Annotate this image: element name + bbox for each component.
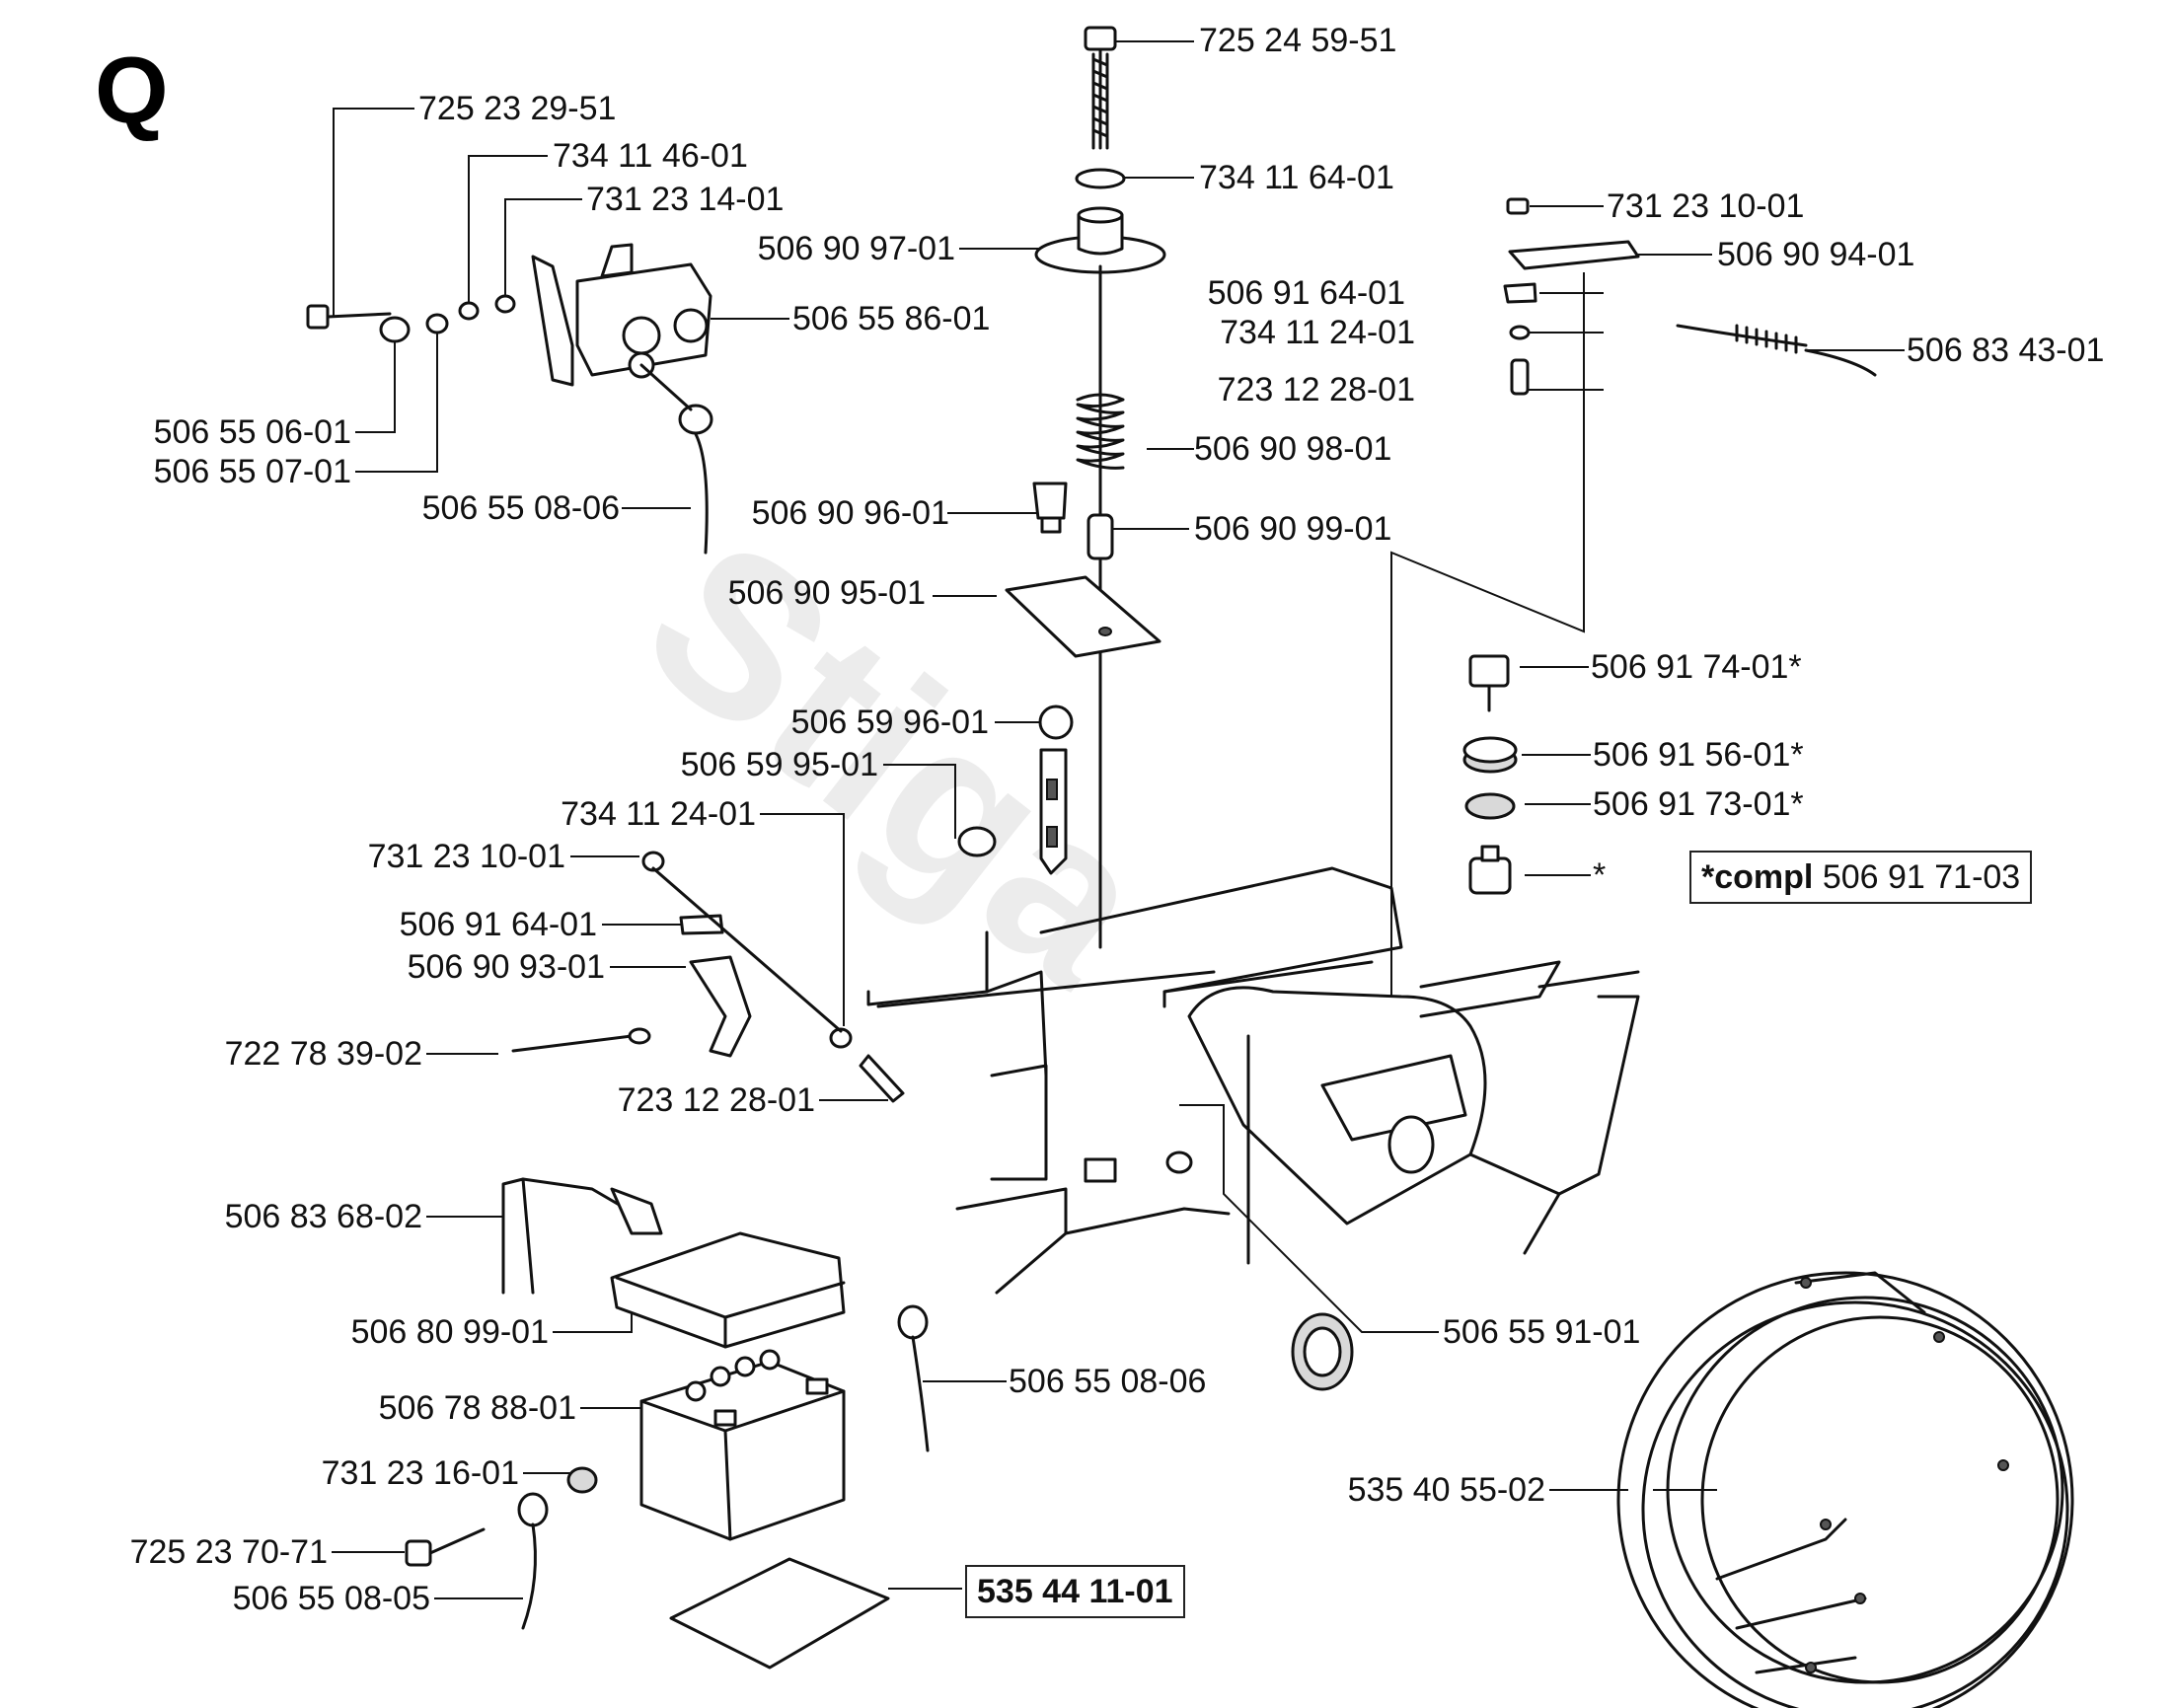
spring-506-90-98-01 [1076,393,1125,470]
label-star: * [1593,856,1607,894]
bolt-725-24-59-51 [1084,26,1117,150]
screw-723-12-28-01-right [1510,358,1530,396]
label-722-78-39-02: 722 78 39-02 [224,1035,422,1073]
sheet-letter: Q [95,37,169,143]
bushing-506-55-91-01 [1291,1312,1354,1391]
battery-506-78-88-01 [639,1349,846,1541]
manual-box: 535 44 11-01 [965,1565,1185,1618]
knob-506-59-95-01 [957,826,997,857]
label-506-55-08-06-bottom: 506 55 08-06 [1009,1363,1207,1400]
solenoid-506-55-86-01 [531,243,712,387]
label-506-90-98-01: 506 90 98-01 [1194,430,1392,468]
compl-prefix: *compl [1701,858,1814,896]
label-506-91-64-01-right: 506 91 64-01 [1207,274,1405,312]
label-506-91-56-01: 506 91 56-01* [1593,736,1804,774]
label-731-23-10-01-right: 731 23 10-01 [1607,187,1805,225]
label-506-83-68-02: 506 83 68-02 [224,1198,422,1235]
key-506-91-74-01 [1468,654,1510,712]
cap-506-91-56-01 [1462,736,1518,774]
bolt-725-23-70-71 [405,1527,486,1567]
label-506-90-95-01: 506 90 95-01 [727,574,926,612]
cover-506-80-99-01 [610,1231,846,1349]
label-506-91-73-01: 506 91 73-01* [1593,785,1804,823]
lever-506-59-96-01 [1038,705,1074,875]
label-734-11-46-01: 734 11 46-01 [553,137,748,175]
nut-731-23-10-01-left [641,851,665,872]
clip-506-90-93-01 [689,955,752,1058]
switch-506-91-64-01-right [1503,282,1537,304]
label-725-23-29-51: 725 23 29-51 [418,90,617,127]
label-535-40-55-02: 535 40 55-02 [1347,1471,1545,1509]
screw-723-12-28-01-left [651,866,905,1103]
bracket-506-90-94-01 [1508,240,1640,270]
label-506-90-99-01: 506 90 99-01 [1194,510,1392,548]
label-506-83-43-01: 506 83 43-01 [1907,332,2105,369]
label-731-23-10-01-left: 731 23 10-01 [367,838,565,875]
label-731-23-14-01: 731 23 14-01 [586,181,785,218]
cable-506-55-08-06-bottom [897,1304,930,1452]
label-506-78-88-01: 506 78 88-01 [378,1389,576,1427]
label-506-55-86-01: 506 55 86-01 [792,300,991,337]
washer-734-11-64-01 [1075,168,1126,189]
label-734-11-24-01-right: 734 11 24-01 [1220,314,1415,351]
sleeve-506-90-99-01 [1086,513,1114,560]
pin-722-78-39-02 [511,1027,651,1053]
chassis-frame [866,866,1640,1295]
label-506-55-08-05: 506 55 08-05 [232,1580,430,1617]
label-506-59-95-01: 506 59 95-01 [680,746,878,783]
collar-506-90-97-01 [1034,206,1166,274]
nut-731-23-16-01 [566,1466,598,1494]
guide-506-90-96-01 [1032,482,1068,534]
bolt-725-23-29-51 [306,304,392,330]
compl-box: *compl 506 91 71-03 [1689,851,2033,904]
label-506-90-94-01: 506 90 94-01 [1717,236,1915,273]
spring-506-83-43-01 [1676,324,1877,377]
gate-plate-506-90-95-01 [1005,575,1161,658]
manual-535-44-11-01 [669,1557,890,1670]
washer-734-11-46-01 [458,301,480,321]
washer-506-55-07-01 [425,313,449,334]
nut-731-23-14-01 [494,294,516,314]
nut-506-91-73-01 [1464,792,1516,820]
nut-731-23-10-01-right [1506,197,1530,215]
label-723-12-28-01-right: 723 12 28-01 [1217,371,1415,408]
spacer-506-55-06-01 [379,316,411,343]
label-506-90-96-01: 506 90 96-01 [751,494,949,532]
label-506-80-99-01: 506 80 99-01 [350,1313,549,1351]
label-723-12-28-01-left: 723 12 28-01 [617,1081,815,1119]
label-725-24-59-51: 725 24 59-51 [1199,22,1397,59]
label-734-11-64-01: 734 11 64-01 [1199,159,1394,196]
label-506-59-96-01: 506 59 96-01 [790,704,989,741]
label-506-91-74-01: 506 91 74-01* [1591,648,1802,686]
cable-506-55-08-05 [517,1492,549,1630]
label-506-55-07-01: 506 55 07-01 [153,453,351,490]
label-506-55-91-01: 506 55 91-01 [1443,1313,1641,1351]
label-725-23-70-71: 725 23 70-71 [129,1533,328,1571]
cable-506-55-08-06-top [639,363,713,555]
label-731-23-16-01: 731 23 16-01 [321,1454,519,1492]
label-506-90-97-01: 506 90 97-01 [757,230,955,267]
harness-535-40-55-02 [1616,1271,2074,1708]
label-506-55-08-06-top: 506 55 08-06 [421,489,620,527]
compl-part: 506 91 71-03 [1822,858,2021,896]
bracket-506-83-68-02 [501,1177,663,1295]
label-506-91-64-01-left: 506 91 64-01 [399,906,597,943]
washer-734-11-24-01-right [1509,325,1531,340]
label-506-55-06-01: 506 55 06-01 [153,413,351,451]
label-734-11-24-01-left: 734 11 24-01 [561,795,756,833]
label-506-90-93-01: 506 90 93-01 [407,948,605,986]
ignition-switch [1468,845,1512,895]
